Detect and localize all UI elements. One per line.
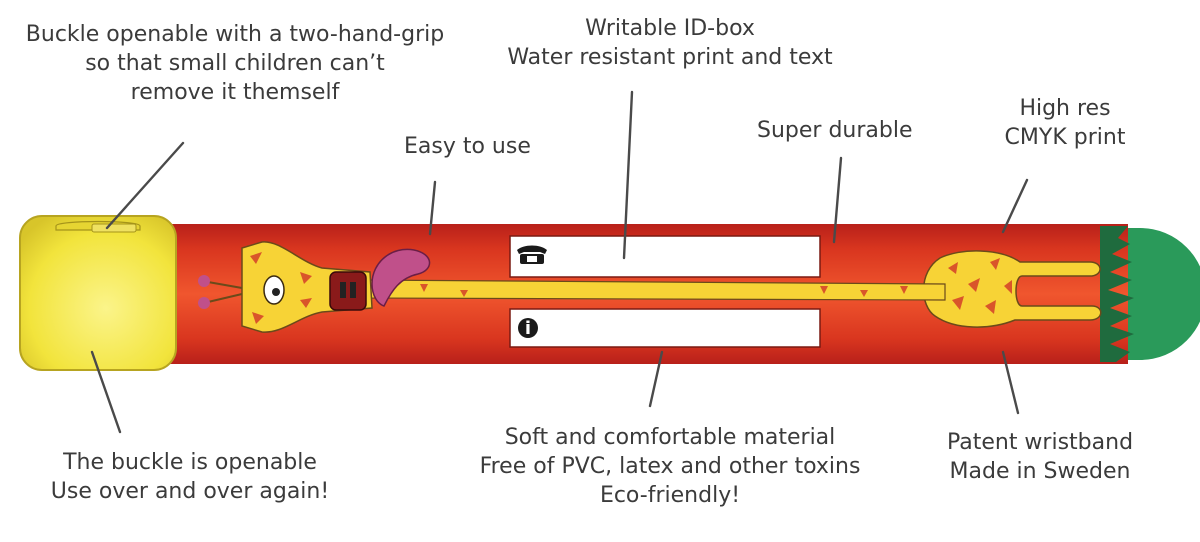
giraffe-tongue [371,248,431,307]
info-icon: i [518,318,538,339]
label-super-durable: Super durable [757,118,913,143]
id-box-phone [509,235,821,278]
label-patent: Patent wristband Made in Sweden [946,430,1134,484]
giraffe-body [922,250,1102,328]
grass-fringe [1100,226,1134,362]
label-material: Soft and comfortable material Free of PV… [479,425,861,508]
label-buckle-reuse: The buckle is openable Use over and over… [50,450,330,504]
label-cmyk: High res CMYK print [1004,96,1126,150]
buckle [19,215,177,371]
callout-lines [90,90,1029,434]
phone-icon [517,245,547,264]
giraffe-neck [359,279,946,301]
id-box-info [509,308,821,348]
label-easy-to-use: Easy to use [404,134,531,159]
label-buckle-grip: Buckle openable with a two-hand-grip so … [25,22,445,105]
info-glyph: i [525,318,531,339]
label-id-box: Writable ID-box Water resistant print an… [507,16,833,70]
